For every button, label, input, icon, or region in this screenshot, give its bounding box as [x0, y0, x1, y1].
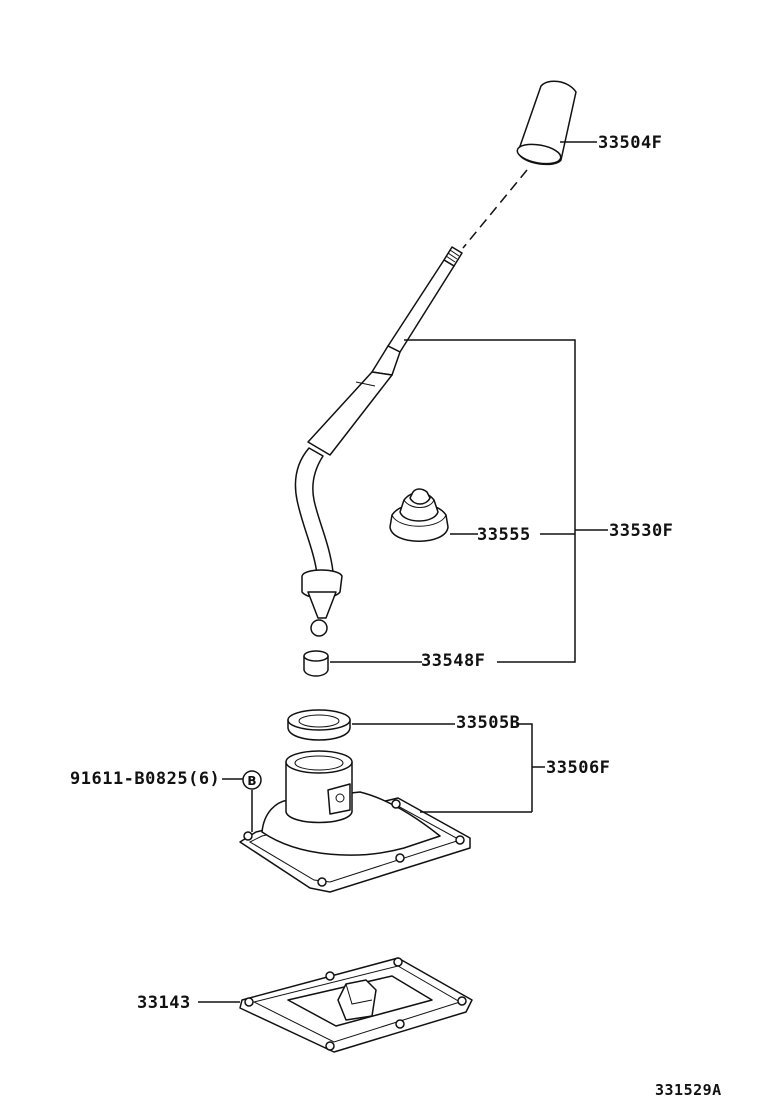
- bolt-marker-letter: B: [247, 774, 256, 788]
- shift-knob: [516, 80, 577, 166]
- part-label-bolt: 91611-B0825(6): [70, 769, 220, 789]
- assembly-dashed-line: [462, 169, 528, 249]
- assembly-bracket-lever: [404, 339, 576, 663]
- shift-lever-housing: [239, 750, 471, 893]
- part-label-lever-assembly: 33530F: [609, 521, 673, 541]
- part-label-seal: 33505B: [456, 713, 520, 733]
- leader-lever-assembly: [540, 529, 608, 535]
- gasket-plate: [239, 957, 473, 1053]
- part-label-boot: 33555: [477, 525, 531, 545]
- part-label-knob: 33504F: [598, 133, 662, 153]
- shift-lever: [294, 246, 463, 637]
- lever-bushing: [303, 650, 329, 677]
- figure-code: 331529A: [655, 1081, 722, 1099]
- part-label-bushing: 33548F: [421, 651, 485, 671]
- bolt-marker-circle: [242, 770, 262, 790]
- assembly-bracket-housing: [516, 723, 533, 812]
- seal-ring: [287, 709, 351, 741]
- part-label-gasket: 33143: [137, 993, 191, 1013]
- lever-boot: [389, 488, 449, 542]
- part-label-housing-assembly: 33506F: [546, 758, 610, 778]
